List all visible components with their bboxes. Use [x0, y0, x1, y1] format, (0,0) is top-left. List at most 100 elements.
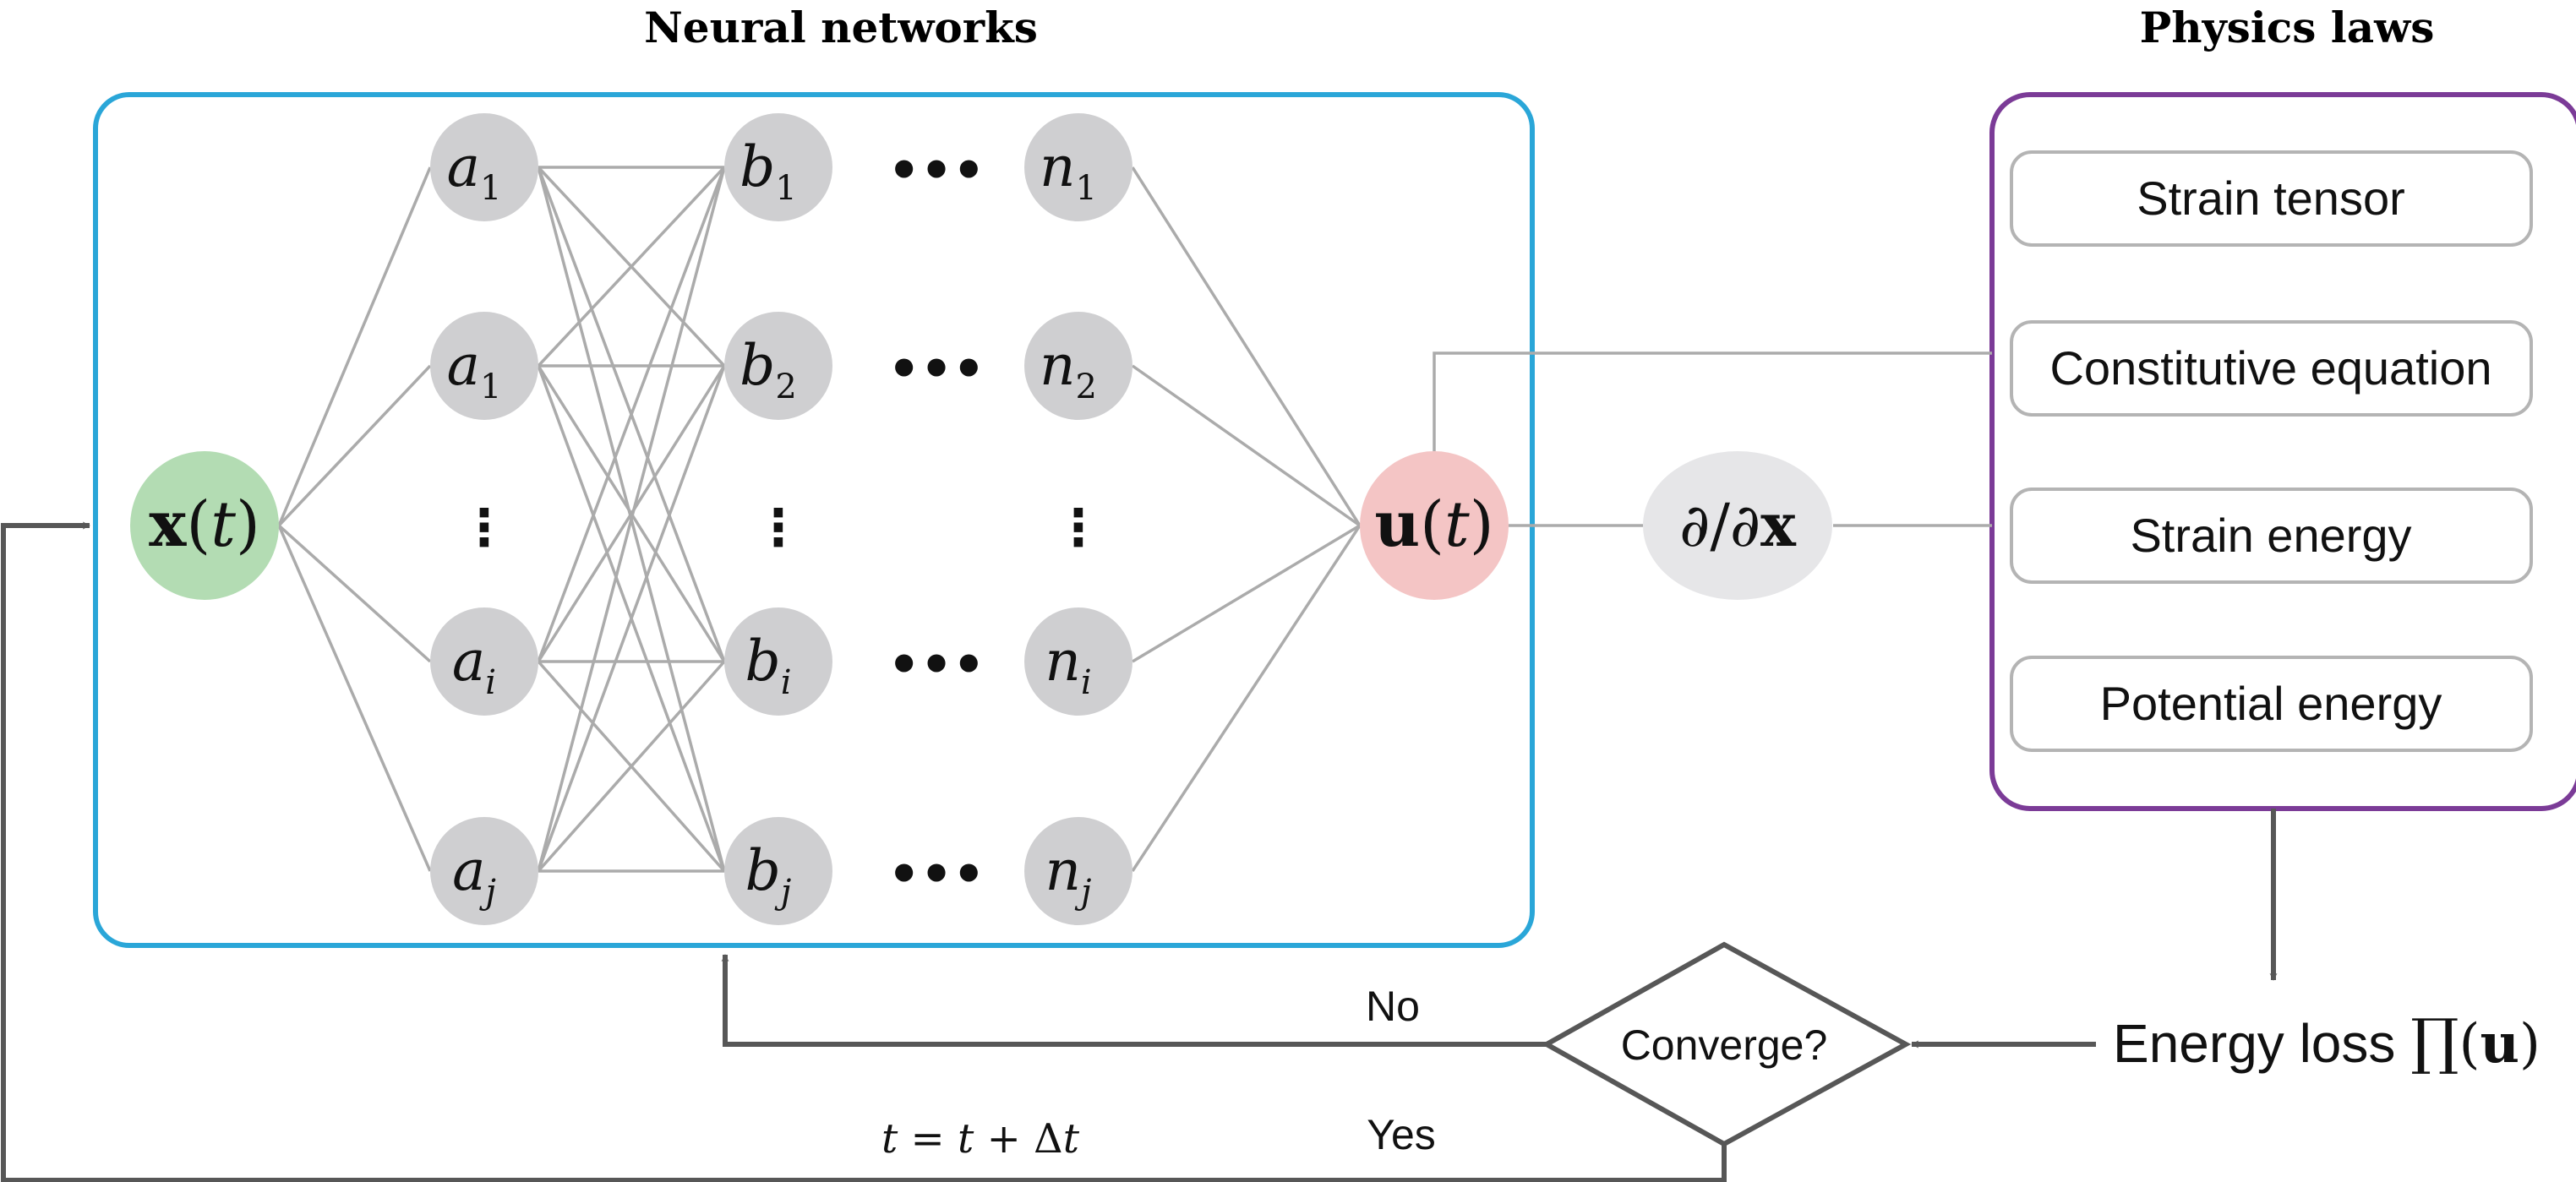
input-node-x-t: x(t)	[130, 451, 279, 600]
energy-loss-variable: u	[2480, 1012, 2519, 1076]
derivative-variable: x	[1760, 490, 1797, 560]
physics-item-label-1: Constitutive equation	[2049, 341, 2491, 395]
energy-loss-close-paren: )	[2519, 1013, 2541, 1076]
svg-text:x(t): x(t)	[149, 488, 260, 561]
no-branch-arrow	[721, 954, 1547, 1047]
svg-text:a1: a1	[447, 134, 502, 208]
output-node-u-t: u(t)	[1360, 451, 1509, 600]
energy-loss-open-paren: (	[2459, 1013, 2480, 1076]
derivative-operator-node: ∂/∂x	[1643, 451, 1832, 600]
network-connections	[277, 166, 1362, 873]
neural-networks-heading: Neural networks	[644, 3, 1038, 52]
input-to-a-edge-2	[277, 524, 432, 663]
output-node-close-paren: )	[1470, 488, 1494, 561]
node-a-1-letter: a	[447, 333, 480, 398]
node-a-2: ai	[430, 607, 538, 716]
physics-item-3: Potential energy	[2010, 656, 2533, 752]
svg-text:n1: n1	[1040, 134, 1097, 208]
n-to-output-edge-3	[1131, 525, 1362, 872]
output-node-open-paren: (	[1420, 488, 1444, 561]
time-update-t2: t	[958, 1115, 974, 1163]
svg-text:∂/∂x: ∂/∂x	[1679, 490, 1797, 560]
node-b-0: b1	[724, 113, 832, 221]
input-to-a-edge-1	[277, 364, 432, 527]
a-to-b-edge-3-1	[537, 365, 726, 872]
input-to-a-edge-0	[277, 166, 432, 526]
a-to-b-edge-3-0	[537, 166, 726, 872]
vertical-ellipsis-n: ⋮	[1053, 498, 1104, 558]
physics-item-0: Strain tensor	[2010, 150, 2533, 247]
node-b-2: bi	[724, 607, 832, 716]
ellipsis-row-1: •••	[887, 141, 985, 200]
input-node-close-paren: )	[236, 488, 260, 561]
a-to-b-edge-1-0	[537, 166, 726, 368]
node-b-3: bj	[724, 817, 832, 925]
node-n-2-subscript: i	[1081, 663, 1092, 702]
svg-text:a1: a1	[447, 333, 502, 406]
physics-item-2: Strain energy	[2010, 488, 2533, 584]
physics-item-1: Constitutive equation	[2010, 320, 2533, 417]
node-a-3-letter: a	[452, 838, 485, 903]
svg-text:b2: b2	[740, 333, 797, 406]
yes-branch-arrow	[1, 521, 1727, 1182]
svg-text:n2: n2	[1040, 333, 1097, 406]
node-a-2-subscript: i	[485, 663, 496, 702]
node-n-3: nj	[1024, 817, 1132, 925]
converge-label: Converge?	[1621, 1021, 1828, 1069]
svg-text:nj: nj	[1045, 838, 1092, 912]
node-n-2-letter: n	[1045, 629, 1081, 694]
physics-item-label-0: Strain tensor	[2137, 172, 2405, 225]
vertical-ellipsis-a: ⋮	[459, 498, 510, 558]
n-to-output-edge-2	[1132, 524, 1361, 663]
n-to-output-edge-0	[1131, 166, 1362, 526]
input-node-symbol: x	[149, 488, 187, 561]
time-update-t1: t	[881, 1115, 898, 1163]
node-b-1: b2	[724, 312, 832, 420]
svg-text:u(t): u(t)	[1374, 488, 1493, 561]
node-n-1-letter: n	[1040, 333, 1076, 398]
node-a-0: a1	[430, 113, 538, 221]
node-a-3: aj	[430, 817, 538, 925]
node-n-1-subscript: 2	[1076, 368, 1097, 406]
energy-loss-text: Energy loss	[2113, 1013, 2410, 1074]
node-n-0-letter: n	[1040, 134, 1076, 199]
energy-loss-label: Energy loss ∏(u)	[2113, 1005, 2541, 1076]
ellipsis-row-2: •••	[887, 340, 985, 399]
a-to-b-edge-2-0	[537, 166, 726, 662]
physics-item-label-3: Potential energy	[2100, 677, 2442, 730]
node-b-2-letter: b	[745, 629, 780, 694]
time-update-plus-delta: + Δ	[974, 1115, 1062, 1163]
yes-label: Yes	[1367, 1111, 1436, 1158]
svg-text:bj: bj	[745, 838, 792, 912]
node-a-1-subscript: 1	[480, 368, 501, 406]
physics-laws-heading: Physics laws	[2140, 3, 2435, 52]
neural-network-box	[93, 92, 1535, 948]
input-node-open-paren: (	[186, 488, 210, 561]
input-node-variable: t	[210, 488, 236, 561]
physics-item-label-2: Strain energy	[2130, 509, 2411, 562]
a-to-b-edge-3-2	[537, 660, 726, 873]
time-update-t3: t	[1063, 1115, 1080, 1163]
time-update-label: t = t + Δt	[881, 1115, 1080, 1163]
svg-text:aj: aj	[452, 838, 496, 912]
svg-text:ni: ni	[1045, 629, 1091, 702]
node-b-3-letter: b	[745, 838, 781, 903]
physics-laws-box	[1989, 92, 2576, 811]
node-b-2-subscript: i	[781, 663, 792, 702]
output-node-symbol: u	[1374, 488, 1420, 561]
node-n-0: n1	[1024, 113, 1132, 221]
node-n-2: ni	[1024, 607, 1132, 716]
node-a-1: a1	[430, 312, 538, 420]
vertical-ellipsis-b: ⋮	[753, 498, 804, 558]
time-update-eq: =	[898, 1115, 958, 1163]
node-a-0-subscript: 1	[480, 169, 501, 208]
output-to-physics-line	[1433, 351, 1992, 451]
no-label: No	[1366, 983, 1420, 1030]
input-to-a-edge-3	[277, 525, 432, 872]
node-b-0-subscript: 1	[775, 169, 796, 208]
node-a-2-letter: a	[452, 629, 485, 694]
n-to-output-edge-1	[1131, 364, 1362, 527]
output-node-variable: t	[1444, 488, 1470, 561]
